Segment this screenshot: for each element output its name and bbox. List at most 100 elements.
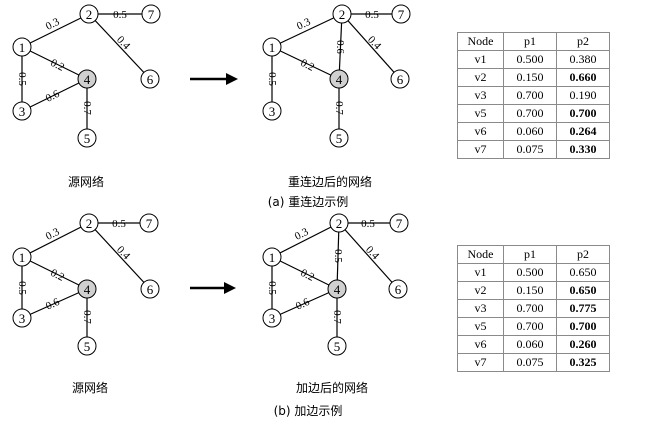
node-3 bbox=[12, 101, 32, 121]
node-7 bbox=[391, 4, 411, 24]
caption-rewired: 重连边后的网络 bbox=[288, 174, 372, 189]
node-4 bbox=[77, 69, 97, 89]
header-node: Node bbox=[457, 245, 504, 264]
caption-source-a: 源网络 bbox=[68, 174, 104, 189]
node-label-5: 5 bbox=[84, 131, 91, 146]
table-row: v2 0.150 0.650 bbox=[457, 281, 610, 300]
cell-p2: 0.700 bbox=[556, 104, 610, 123]
cell-node: v1 bbox=[457, 263, 504, 282]
edge-3-4 bbox=[271, 288, 338, 319]
weight-2-4: 0.6 bbox=[334, 40, 346, 54]
node-6 bbox=[140, 279, 160, 299]
cell-p1: 0.060 bbox=[503, 335, 557, 354]
table-row: v6 0.060 0.264 bbox=[457, 122, 610, 141]
node-3 bbox=[12, 308, 32, 328]
caption-added: 加边后的网络 bbox=[296, 380, 368, 395]
edge-2-6 bbox=[88, 13, 151, 80]
table-a: Node p1 p2 v1 0.500 0.380 v2 0.150 0.660… bbox=[457, 32, 610, 159]
graph-a-rewired: 0.3 0.5 0.4 0.2 0.5 0.6 0.7 1 2 3 4 5 7 … bbox=[262, 4, 411, 148]
cell-p2: 0.260 bbox=[556, 335, 610, 354]
node-label-6: 6 bbox=[147, 282, 154, 297]
node-label-2: 2 bbox=[339, 7, 346, 22]
node-7 bbox=[389, 213, 409, 233]
node-label-4: 4 bbox=[336, 72, 343, 87]
cell-p1: 0.700 bbox=[503, 317, 557, 336]
node-label-3: 3 bbox=[19, 311, 26, 326]
node-5 bbox=[77, 336, 97, 356]
arrow-b bbox=[190, 282, 236, 294]
weight-3-4: 0.6 bbox=[44, 296, 62, 313]
node-label-6: 6 bbox=[395, 282, 402, 297]
cell-p1: 0.500 bbox=[503, 263, 557, 282]
table-row: v6 0.060 0.260 bbox=[457, 335, 610, 354]
weight-2-7: 0.5 bbox=[361, 218, 375, 230]
arrow-a bbox=[190, 73, 238, 85]
node-label-1: 1 bbox=[19, 40, 26, 55]
cell-node: v2 bbox=[457, 281, 504, 300]
table-header-row: Node p1 p2 bbox=[457, 32, 610, 51]
cell-node: v5 bbox=[457, 104, 504, 123]
edge-1-2 bbox=[21, 222, 90, 258]
node-label-4: 4 bbox=[84, 282, 91, 297]
caption-subfigure-a: (a) 重连边示例 bbox=[268, 194, 349, 209]
table-row: v1 0.500 0.380 bbox=[457, 50, 610, 69]
table-row: v1 0.500 0.650 bbox=[457, 263, 610, 282]
cell-p1: 0.150 bbox=[503, 68, 557, 87]
cell-node: v7 bbox=[457, 140, 504, 159]
edge-1-4 bbox=[271, 256, 338, 290]
cell-node: v5 bbox=[457, 317, 504, 336]
weight-2-7: 0.5 bbox=[365, 9, 379, 21]
edge-2-4 bbox=[338, 13, 343, 80]
node-3 bbox=[262, 101, 282, 121]
node-label-1: 1 bbox=[269, 40, 276, 55]
header-node: Node bbox=[457, 32, 504, 51]
weight-1-4: 0.2 bbox=[49, 267, 67, 284]
node-label-7: 7 bbox=[396, 216, 403, 231]
cell-p2: 0.330 bbox=[556, 140, 610, 159]
cell-p2: 0.325 bbox=[556, 353, 610, 372]
table-row: v5 0.700 0.700 bbox=[457, 104, 610, 123]
cell-p1: 0.500 bbox=[503, 50, 557, 69]
weight-3-4: 0.6 bbox=[44, 88, 62, 105]
cell-node: v6 bbox=[457, 122, 504, 141]
node-1 bbox=[262, 37, 282, 57]
edge-1-2 bbox=[271, 13, 343, 48]
edge-2-4-added bbox=[336, 222, 340, 290]
node-2 bbox=[332, 4, 352, 24]
node-label-4: 4 bbox=[334, 282, 341, 297]
caption-subfigure-b: (b) 加边示例 bbox=[274, 404, 343, 418]
weight-2-6: 0.4 bbox=[363, 244, 381, 263]
weight-1-3: 0.5 bbox=[16, 72, 28, 86]
cell-p1: 0.700 bbox=[503, 86, 557, 105]
node-3 bbox=[262, 308, 282, 328]
weight-2-7: 0.5 bbox=[112, 218, 126, 230]
node-2 bbox=[329, 213, 349, 233]
node-label-7: 7 bbox=[146, 216, 153, 231]
edge-1-2 bbox=[271, 222, 340, 258]
node-label-3: 3 bbox=[19, 104, 26, 119]
weight-1-4: 0.2 bbox=[299, 57, 317, 74]
header-p2: p2 bbox=[556, 245, 610, 264]
header-p1: p1 bbox=[503, 245, 557, 264]
weight-2-6: 0.4 bbox=[114, 34, 132, 53]
weight-2-7: 0.5 bbox=[113, 9, 127, 21]
node-6 bbox=[140, 69, 160, 89]
cell-p1: 0.075 bbox=[503, 353, 557, 372]
weight-1-2: 0.3 bbox=[293, 226, 311, 243]
node-label-4: 4 bbox=[84, 72, 91, 87]
cell-p2: 0.380 bbox=[556, 50, 610, 69]
edge-1-4 bbox=[21, 46, 88, 80]
weight-4-5: 0.7 bbox=[81, 101, 93, 115]
header-p2: p2 bbox=[556, 32, 610, 51]
node-6 bbox=[388, 279, 408, 299]
node-2 bbox=[79, 4, 99, 24]
node-5 bbox=[329, 128, 349, 148]
weight-4-5: 0.7 bbox=[331, 310, 343, 324]
cell-p1: 0.700 bbox=[503, 299, 557, 318]
node-7 bbox=[141, 4, 161, 24]
table-row: v7 0.075 0.330 bbox=[457, 140, 610, 159]
edge-2-6 bbox=[338, 222, 399, 290]
node-7 bbox=[139, 213, 159, 233]
graph-b-added: 0.3 0.5 0.4 0.2 0.5 0.6 0.5 0.7 1 2 3 4 … bbox=[262, 213, 409, 356]
